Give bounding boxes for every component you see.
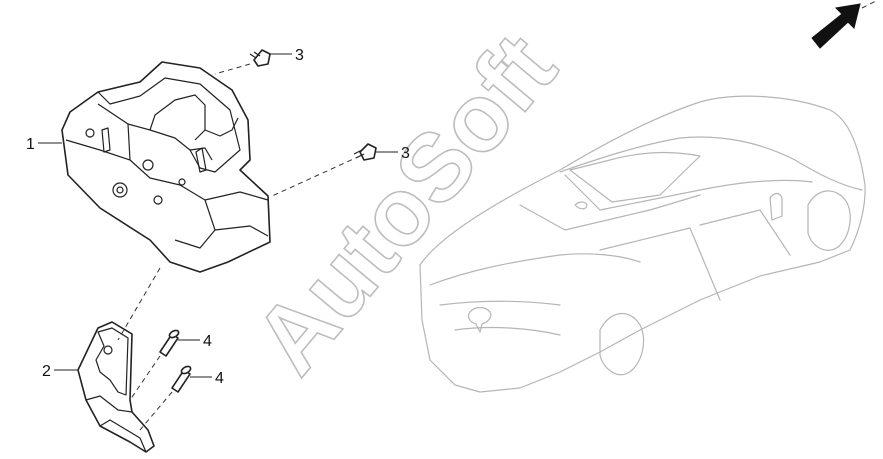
callout-4-lower: 4	[215, 370, 224, 387]
callout-3-upper: 3	[295, 47, 304, 64]
callout-1: 1	[26, 136, 35, 153]
screw-upper	[159, 329, 180, 357]
screw-lower	[171, 365, 192, 393]
watermark: AutoSoft	[233, 14, 577, 395]
callouts: 1 2 3 3 4 4	[26, 47, 410, 387]
mounting-bracket	[77, 321, 155, 453]
callout-2: 2	[42, 363, 51, 380]
watermark-text: AutoSoft	[234, 14, 576, 393]
control-module	[61, 61, 271, 273]
leader-lines	[38, 53, 398, 378]
front-direction-arrow-icon	[811, 0, 879, 49]
vehicle-location-icon	[419, 95, 866, 393]
assembly-lines	[117, 63, 361, 431]
bolt-upper	[249, 49, 271, 67]
callout-4-upper: 4	[203, 333, 212, 350]
callout-3-right: 3	[401, 145, 410, 162]
